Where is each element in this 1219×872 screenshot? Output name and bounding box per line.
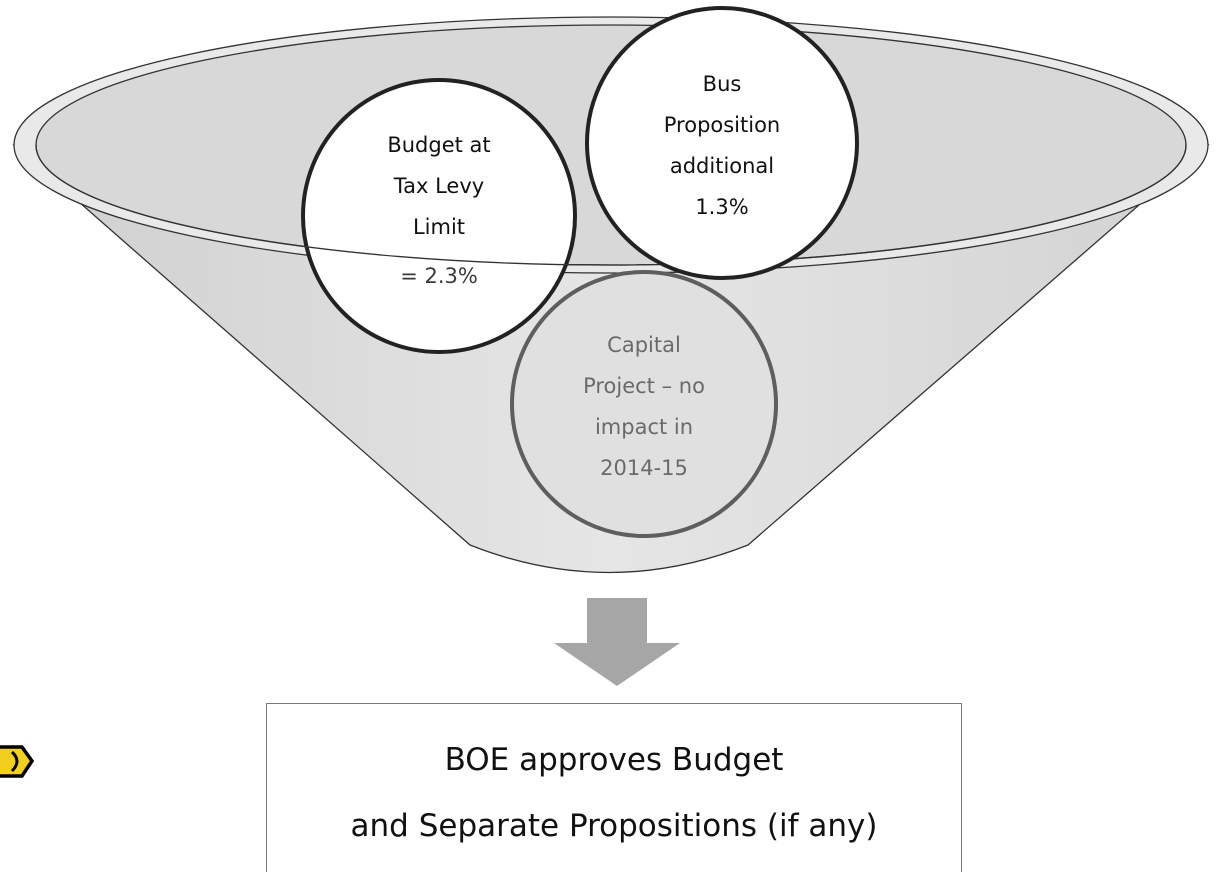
circle-budget: Budget at Tax Levy Limit = 2.3% bbox=[301, 78, 577, 354]
circle-budget-line-2: Tax Levy bbox=[393, 174, 484, 198]
circle-bus-line-4: 1.3% bbox=[695, 195, 748, 219]
funnel-rim-front-edge bbox=[35, 144, 1187, 266]
circle-bus-shape bbox=[585, 6, 859, 280]
circle-bus-line-1: Bus bbox=[703, 72, 742, 96]
circle-capital-line-4: 2014-15 bbox=[600, 456, 688, 480]
circle-capital: Capital Project – no impact in 2014-15 bbox=[510, 270, 778, 538]
result-box-line-1: BOE approves Budget bbox=[444, 742, 784, 778]
down-arrow-icon bbox=[554, 598, 680, 686]
circle-budget-line-4: = 2.3% bbox=[400, 264, 478, 288]
circle-capital-line-1: Capital bbox=[607, 333, 681, 357]
circle-budget-line-3: Limit bbox=[413, 215, 465, 239]
circle-bus-line-3: additional bbox=[670, 154, 774, 178]
circle-capital-shape bbox=[510, 270, 778, 538]
circle-bus-line-2: Proposition bbox=[664, 113, 781, 137]
result-box: BOE approves Budget and Separate Proposi… bbox=[266, 703, 962, 872]
circle-capital-line-2: Project – no bbox=[583, 374, 705, 398]
circle-bus: Bus Proposition additional 1.3% bbox=[585, 6, 859, 280]
circle-capital-line-3: impact in bbox=[595, 415, 693, 439]
circle-budget-line-1: Budget at bbox=[387, 133, 490, 157]
pencil-icon bbox=[0, 745, 35, 778]
result-box-line-2: and Separate Propositions (if any) bbox=[350, 808, 878, 844]
circle-budget-shape bbox=[301, 78, 577, 354]
